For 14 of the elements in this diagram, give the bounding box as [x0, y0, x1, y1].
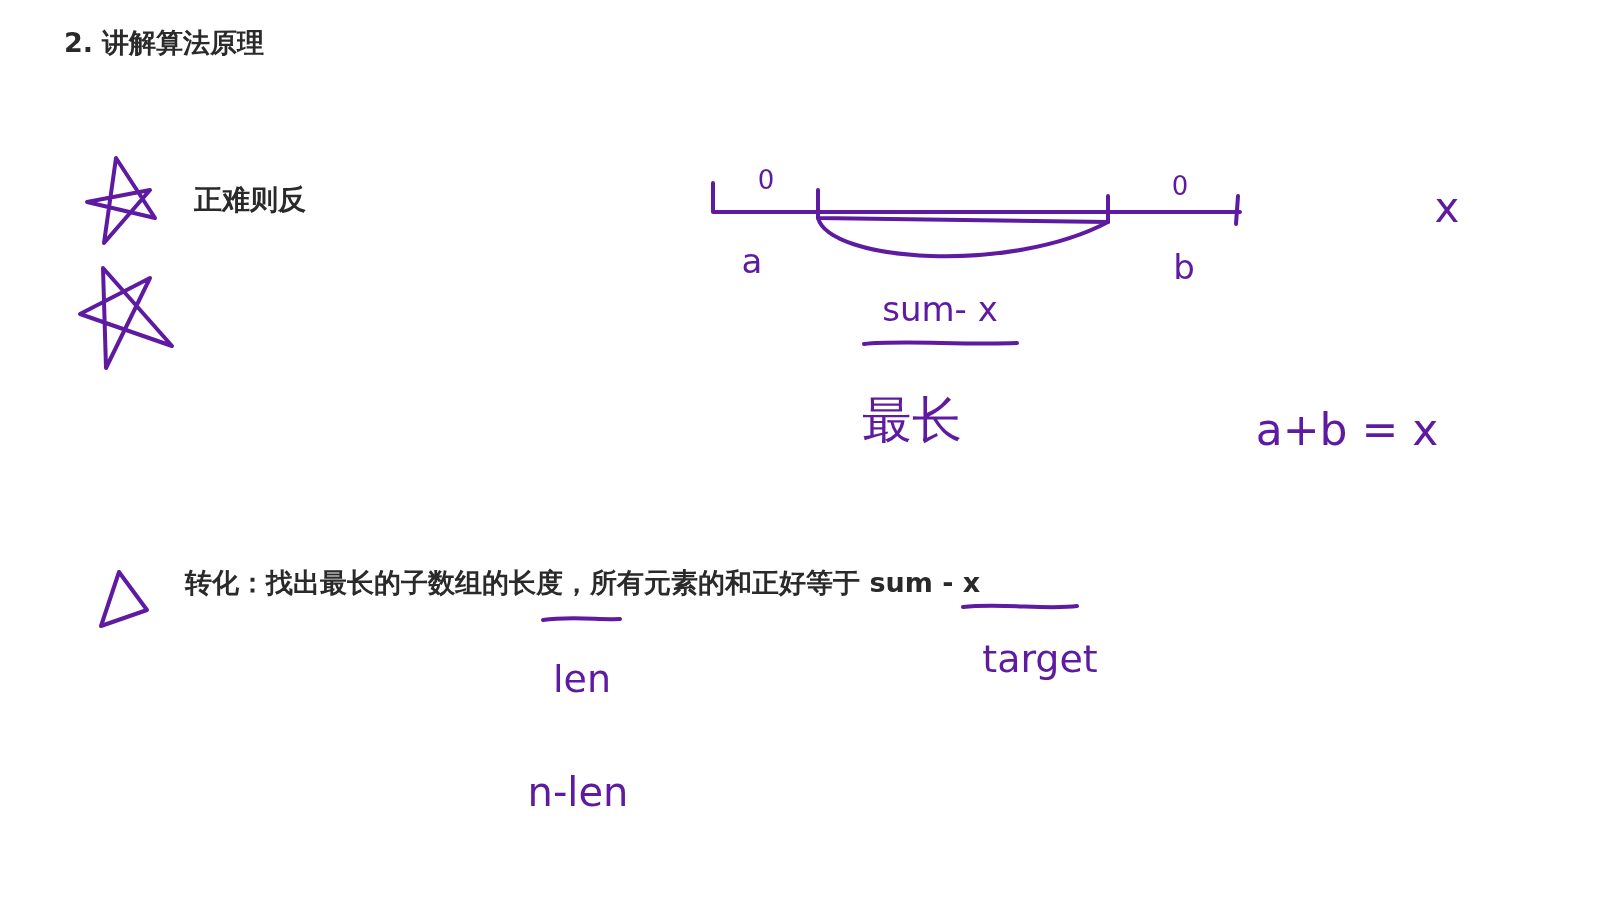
variable-label: len [553, 659, 611, 701]
variable-label: b [1173, 249, 1195, 287]
variable-label: x [1434, 184, 1460, 232]
title: 2. 讲解算法原理 [64, 28, 265, 58]
expression-label: n-len [527, 770, 629, 814]
sentence-text: 转化：找出最长的子数组的长度，所有元素的和正好等于 sum - x [185, 568, 981, 598]
heading-text: 正难则反 [194, 184, 306, 216]
handwritten-note: 最长 [862, 392, 962, 448]
value-label: 0 [757, 165, 775, 195]
equation-label: a+b = x [1255, 405, 1439, 455]
variable-label: a [741, 243, 763, 281]
variable-label: target [982, 639, 1098, 681]
value-label: 0 [1171, 171, 1189, 201]
expression-label: sum- x [882, 291, 998, 329]
